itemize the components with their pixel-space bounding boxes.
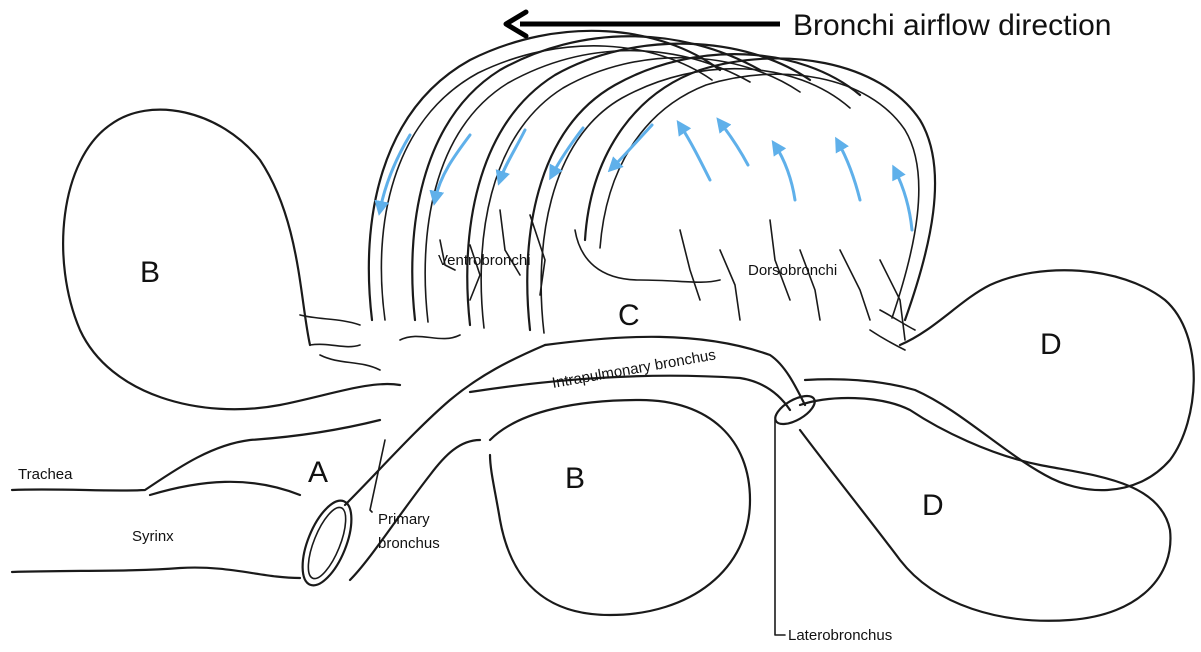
dorsobronchi-flow-arrows bbox=[680, 122, 912, 230]
primary-bronchus bbox=[345, 345, 545, 580]
label-syrinx: Syrinx bbox=[132, 528, 174, 545]
label-laterobronchus: Laterobronchus bbox=[788, 627, 892, 644]
label-intrapulmonary-bronchus: Intrapulmonary bronchus bbox=[551, 346, 717, 392]
syrinx-ring bbox=[293, 494, 362, 592]
air-sac-b-lower bbox=[490, 400, 750, 615]
label-primary-bronchus-1: Primary bbox=[378, 511, 430, 528]
label-d-lower: D bbox=[922, 489, 944, 522]
parabronchi-arches bbox=[369, 31, 935, 333]
air-sac-d-lower bbox=[800, 398, 1170, 621]
label-dorsobronchi: Dorsobronchi bbox=[748, 262, 837, 279]
label-b-lower: B bbox=[565, 462, 585, 495]
label-d-upper: D bbox=[1040, 328, 1062, 361]
airflow-direction-arrow bbox=[506, 12, 780, 36]
diagram-title: Bronchi airflow direction bbox=[793, 9, 1111, 42]
air-sac-d-upper bbox=[805, 270, 1194, 490]
label-trachea: Trachea bbox=[18, 466, 73, 483]
trachea-tube bbox=[12, 420, 380, 578]
label-a: A bbox=[308, 456, 328, 489]
air-sac-b-upper bbox=[63, 110, 400, 410]
label-ventrobronchi: Ventrobronchi bbox=[438, 252, 531, 269]
ventrobronchi-flow-arrows bbox=[380, 125, 652, 210]
bronchial-branches bbox=[300, 210, 915, 370]
label-b-upper: B bbox=[140, 256, 160, 289]
label-c: C bbox=[618, 299, 640, 332]
laterobronchus-leader bbox=[775, 420, 785, 635]
label-primary-bronchus-2: bronchus bbox=[378, 535, 440, 552]
